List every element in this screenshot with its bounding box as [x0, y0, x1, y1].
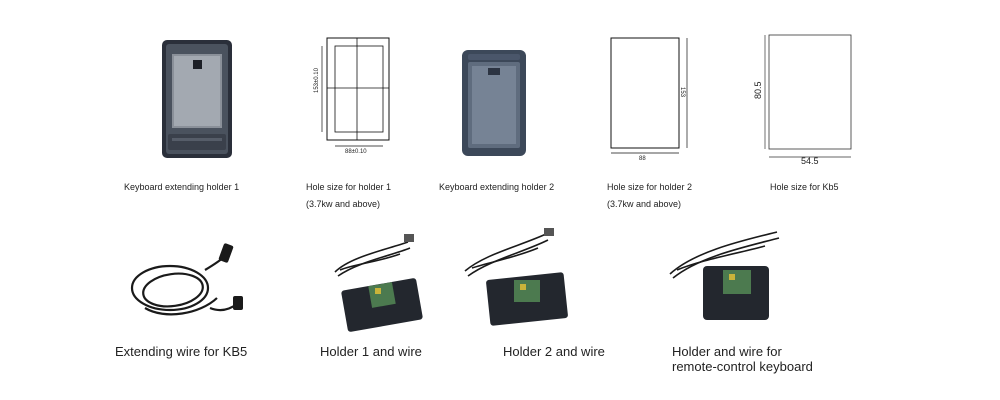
- holder2-photo: [460, 48, 528, 158]
- remote-holder-wire-photo: [665, 226, 790, 326]
- hole2-drawing: 153 88: [605, 36, 695, 162]
- caption-holder2-wire: Holder 2 and wire: [503, 344, 605, 359]
- caption-hole2-line2: (3.7kw and above): [607, 199, 682, 209]
- caption-remote-line2: remote-control keyboard: [672, 359, 813, 374]
- holder2-wire-photo: [460, 226, 570, 326]
- hole2-dim-height: 153: [679, 87, 685, 98]
- holder1-wire-photo: [330, 232, 430, 332]
- hole1-dim-height: 153±0.10: [314, 67, 320, 93]
- caption-hole2-line1: Hole size for holder 2: [607, 182, 693, 192]
- kb5-dim-height: 80.5: [753, 81, 763, 99]
- caption-hole1-line2: (3.7kw and above): [306, 199, 381, 209]
- hole1-drawing: 153±0.10 88±0.10: [314, 36, 395, 156]
- caption-remote-line1: Holder and wire for: [672, 344, 782, 359]
- caption-kb5: Hole size for Kb5: [770, 182, 839, 192]
- holder1-photo: [160, 38, 235, 160]
- wire-kb5-photo: [125, 238, 245, 328]
- hole1-dim-width: 88±0.10: [345, 149, 367, 155]
- kb5-drawing: 80.5 54.5: [753, 33, 860, 166]
- caption-holder2: Keyboard extending holder 2: [439, 182, 555, 192]
- kb5-dim-width: 54.5: [801, 156, 819, 166]
- caption-holder1: Keyboard extending holder 1: [124, 182, 240, 192]
- caption-wire-kb5: Extending wire for KB5: [115, 344, 248, 359]
- caption-holder1-wire: Holder 1 and wire: [320, 344, 422, 359]
- caption-hole1-line1: Hole size for holder 1: [306, 182, 392, 192]
- hole2-dim-width: 88: [639, 156, 646, 162]
